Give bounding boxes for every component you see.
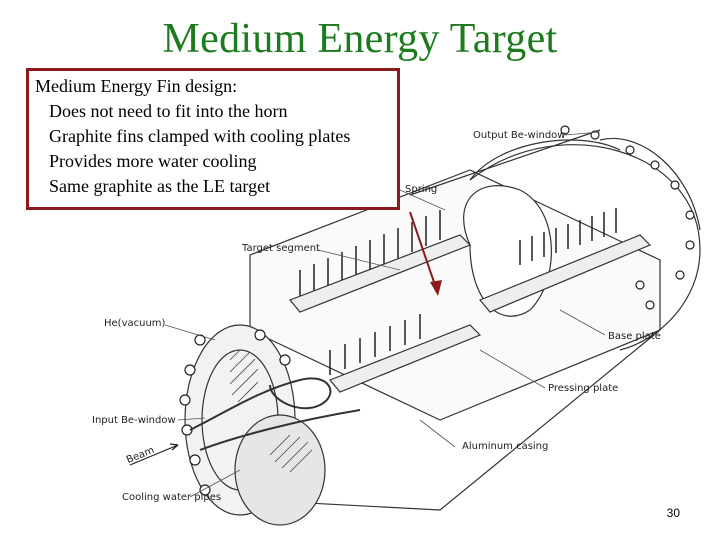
textbox-heading: Medium Energy Fin design:	[35, 76, 238, 96]
label-aluminum-casing: Aluminum casing	[462, 441, 549, 452]
fin-design-textbox: Medium Energy Fin design: Does not need …	[26, 68, 400, 210]
textbox-item: Provides more water cooling	[49, 151, 257, 171]
page-number: 30	[666, 506, 680, 520]
textbox-item: Same graphite as the LE target	[49, 176, 271, 196]
label-he-vacuum: He(vacuum)	[104, 318, 166, 329]
textbox-item: Graphite fins clamped with cooling plate…	[49, 126, 351, 146]
label-base-plate: Base plate	[608, 331, 661, 342]
label-spring: Spring	[405, 184, 438, 195]
label-output-window: Output Be-window	[473, 130, 566, 141]
label-pressing-plate: Pressing plate	[548, 383, 619, 394]
label-input-window: Input Be-window	[92, 415, 176, 426]
slide-title: Medium Energy Target	[162, 16, 558, 62]
label-target-segment: Target segment	[242, 243, 320, 254]
label-cooling-pipes: Cooling water pipes	[122, 492, 222, 503]
textbox-item: Does not need to fit into the horn	[49, 101, 288, 121]
